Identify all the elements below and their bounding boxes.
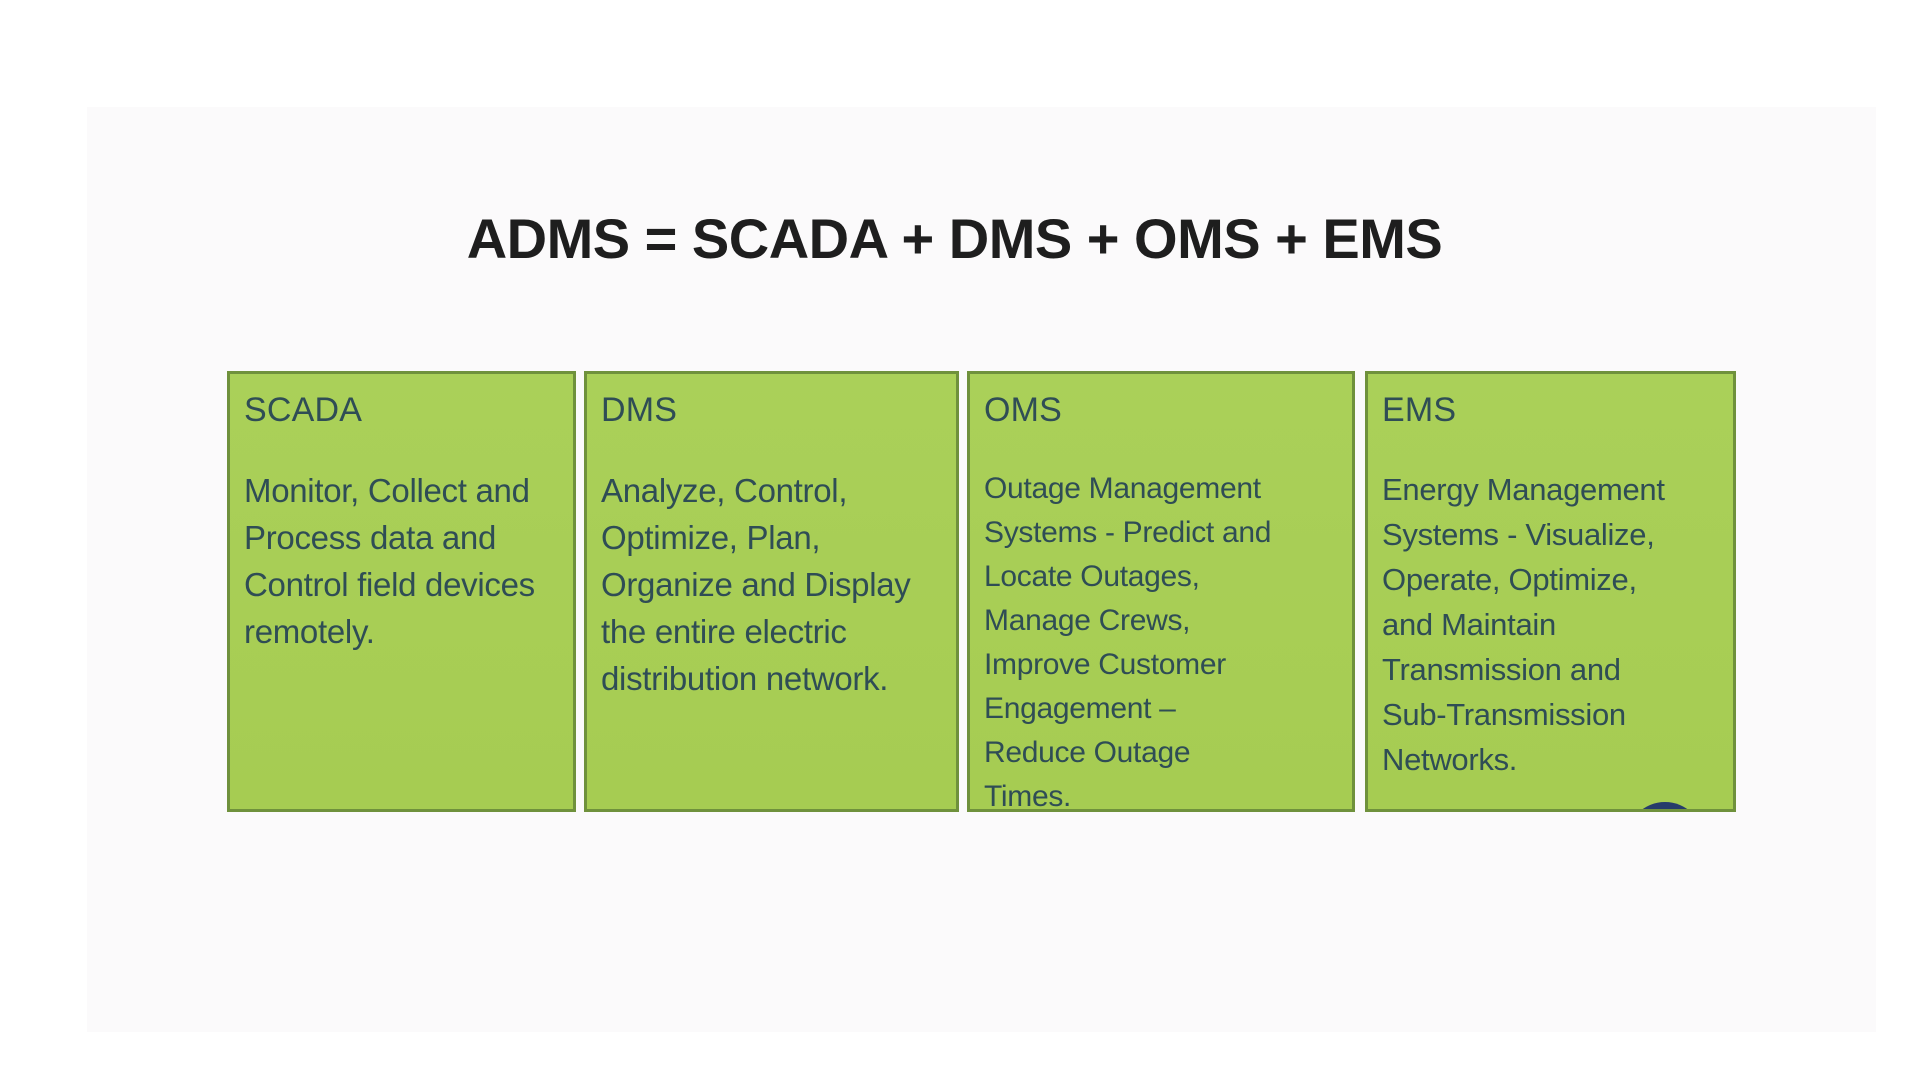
card-dms-heading: DMS: [601, 391, 678, 429]
card-ems: EMS Energy Management Systems - Visualiz…: [1365, 371, 1736, 812]
card-oms-heading: OMS: [984, 391, 1063, 429]
card-ems-heading: EMS: [1382, 391, 1457, 429]
card-dms: DMS Analyze, Control, Optimize, Plan, Or…: [584, 371, 959, 812]
watermark-circle-icon: [1626, 802, 1704, 809]
card-dms-body: Analyze, Control, Optimize, Plan, Organi…: [601, 472, 911, 697]
slide-area: ADMS = SCADA + DMS + OMS + EMS SCADA Mon…: [87, 107, 1876, 1032]
card-ems-body: Energy Management Systems - Visualize, O…: [1382, 472, 1665, 777]
card-scada-body: Monitor, Collect and Process data and Co…: [244, 472, 535, 650]
card-oms: OMS Outage Management Systems - Predict …: [967, 371, 1355, 813]
card-oms-body: Outage Management Systems - Predict and …: [984, 472, 1272, 813]
card-scada-heading: SCADA: [244, 391, 363, 429]
slide-title: ADMS = SCADA + DMS + OMS + EMS: [466, 207, 1443, 270]
card-scada: SCADA Monitor, Collect and Process data …: [227, 371, 576, 812]
